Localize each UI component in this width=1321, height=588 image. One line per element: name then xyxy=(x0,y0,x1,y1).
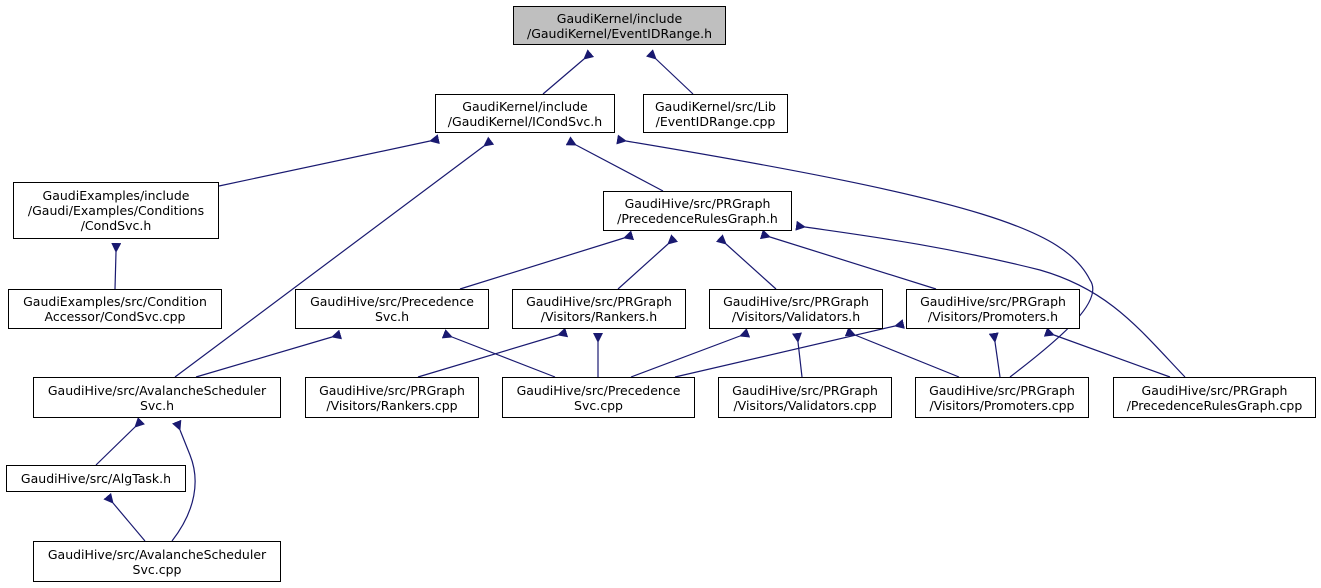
node-rankers-h[interactable]: GaudiHive/src/PRGraph /Visitors/Rankers.… xyxy=(512,289,686,329)
node-avalanchescheduler-h-label: GaudiHive/src/AvalancheScheduler Svc.h xyxy=(47,382,267,413)
edge-promoters-cpp-to-validators-h xyxy=(844,326,960,378)
edge-precedencerulesgraph-cpp-to-promoters-h xyxy=(1043,327,1171,378)
edge-precedencesvc-cpp-to-promoters-h xyxy=(674,319,905,378)
node-validators-cpp[interactable]: GaudiHive/src/PRGraph /Visitors/Validato… xyxy=(718,377,892,418)
edge-rankers-h-to-precedencerulesgraph-h xyxy=(617,234,679,290)
edge-algtask-h-to-avalanchescheduler-h xyxy=(95,417,145,466)
node-condsvc-cpp[interactable]: GaudiExamples/src/Condition Accessor/Con… xyxy=(8,289,222,329)
edge-avalanchescheduler-h-to-icondsvc-h xyxy=(174,136,495,378)
edge-icondsvc-h-to-eventidrange-h xyxy=(542,49,595,95)
node-eventidrange-cpp[interactable]: GaudiKernel/src/Lib /EventIDRange.cpp xyxy=(643,94,788,133)
node-eventidrange-h: GaudiKernel/include /GaudiKernel/EventID… xyxy=(513,6,726,45)
node-icondsvc-h-label: GaudiKernel/include /GaudiKernel/ICondSv… xyxy=(447,98,603,129)
edge-promoters-cpp-to-promoters-h xyxy=(988,332,1001,378)
node-avalanchescheduler-h[interactable]: GaudiHive/src/AvalancheScheduler Svc.h xyxy=(33,377,281,418)
node-precedencesvc-h-label: GaudiHive/src/Precedence Svc.h xyxy=(310,294,474,324)
node-validators-cpp-label: GaudiHive/src/PRGraph /Visitors/Validato… xyxy=(732,382,878,413)
node-icondsvc-h[interactable]: GaudiKernel/include /GaudiKernel/ICondSv… xyxy=(435,94,615,133)
edge-condsvc-cpp-to-condsvc-h xyxy=(111,242,122,290)
edge-rankers-cpp-to-rankers-h xyxy=(417,327,569,378)
node-precedencerulesgraph-cpp[interactable]: GaudiHive/src/PRGraph /PrecedenceRulesGr… xyxy=(1113,377,1316,418)
node-promoters-h[interactable]: GaudiHive/src/PRGraph /Visitors/Promoter… xyxy=(906,289,1080,329)
edge-precedencesvc-h-to-precedencerulesgraph-h xyxy=(459,230,635,290)
node-promoters-cpp[interactable]: GaudiHive/src/PRGraph /Visitors/Promoter… xyxy=(915,377,1089,418)
node-precedencesvc-cpp[interactable]: GaudiHive/src/Precedence Svc.cpp xyxy=(502,377,695,418)
node-condsvc-h-label: GaudiExamples/include /Gaudi/Examples/Co… xyxy=(27,188,205,233)
node-avalanchescheduler-cpp[interactable]: GaudiHive/src/AvalancheScheduler Svc.cpp xyxy=(33,541,281,582)
edge-avalanchescheduler-h-to-precedencesvc-h xyxy=(195,329,343,378)
node-precedencesvc-h[interactable]: GaudiHive/src/Precedence Svc.h xyxy=(295,289,489,329)
node-rankers-cpp[interactable]: GaudiHive/src/PRGraph /Visitors/Rankers.… xyxy=(305,377,479,418)
node-eventidrange-h-label: GaudiKernel/include /GaudiKernel/EventID… xyxy=(526,10,712,41)
node-rankers-cpp-label: GaudiHive/src/PRGraph /Visitors/Rankers.… xyxy=(319,382,465,413)
edge-eventidrange-cpp-to-eventidrange-h xyxy=(646,49,694,95)
node-precedencesvc-cpp-label: GaudiHive/src/Precedence Svc.cpp xyxy=(516,382,681,413)
edge-precedencesvc-cpp-to-validators-h xyxy=(630,328,751,378)
node-condsvc-cpp-label: GaudiExamples/src/Condition Accessor/Con… xyxy=(23,294,207,324)
node-rankers-h-label: GaudiHive/src/PRGraph /Visitors/Rankers.… xyxy=(526,294,672,324)
node-promoters-h-label: GaudiHive/src/PRGraph /Visitors/Promoter… xyxy=(920,294,1066,324)
edge-precedencerulesgraph-h-to-icondsvc-h xyxy=(565,136,664,192)
node-condsvc-h[interactable]: GaudiExamples/include /Gaudi/Examples/Co… xyxy=(13,182,219,239)
edge-avalanchescheduler-cpp-to-avalanchescheduler-h xyxy=(171,419,196,542)
node-precedencerulesgraph-h-label: GaudiHive/src/PRGraph /PrecedenceRulesGr… xyxy=(617,196,778,226)
node-precedencerulesgraph-h[interactable]: GaudiHive/src/PRGraph /PrecedenceRulesGr… xyxy=(603,191,792,231)
edge-condsvc-h-to-icondsvc-h xyxy=(218,134,440,187)
edge-precedencesvc-cpp-to-precedencesvc-h xyxy=(441,329,556,378)
node-avalanchescheduler-cpp-label: GaudiHive/src/AvalancheScheduler Svc.cpp xyxy=(47,546,267,577)
edge-promoters-h-to-precedencerulesgraph-h xyxy=(759,229,937,290)
edge-promoters-cpp-to-icondsvc-h xyxy=(616,134,1094,378)
node-validators-h-label: GaudiHive/src/PRGraph /Visitors/Validato… xyxy=(723,294,869,324)
edge-validators-h-to-precedencerulesgraph-h xyxy=(715,234,777,290)
node-promoters-cpp-label: GaudiHive/src/PRGraph /Visitors/Promoter… xyxy=(929,382,1075,413)
edge-precedencerulesgraph-cpp-to-precedencerulesgraph-h xyxy=(795,220,1186,378)
node-precedencerulesgraph-cpp-label: GaudiHive/src/PRGraph /PrecedenceRulesGr… xyxy=(1126,382,1303,413)
node-eventidrange-cpp-label: GaudiKernel/src/Lib /EventIDRange.cpp xyxy=(655,98,776,129)
node-algtask-h-label: GaudiHive/src/AlgTask.h xyxy=(20,471,172,486)
node-algtask-h[interactable]: GaudiHive/src/AlgTask.h xyxy=(6,465,186,492)
edge-avalanchescheduler-cpp-to-algtask-h xyxy=(103,492,146,542)
node-validators-h[interactable]: GaudiHive/src/PRGraph /Visitors/Validato… xyxy=(709,289,883,329)
